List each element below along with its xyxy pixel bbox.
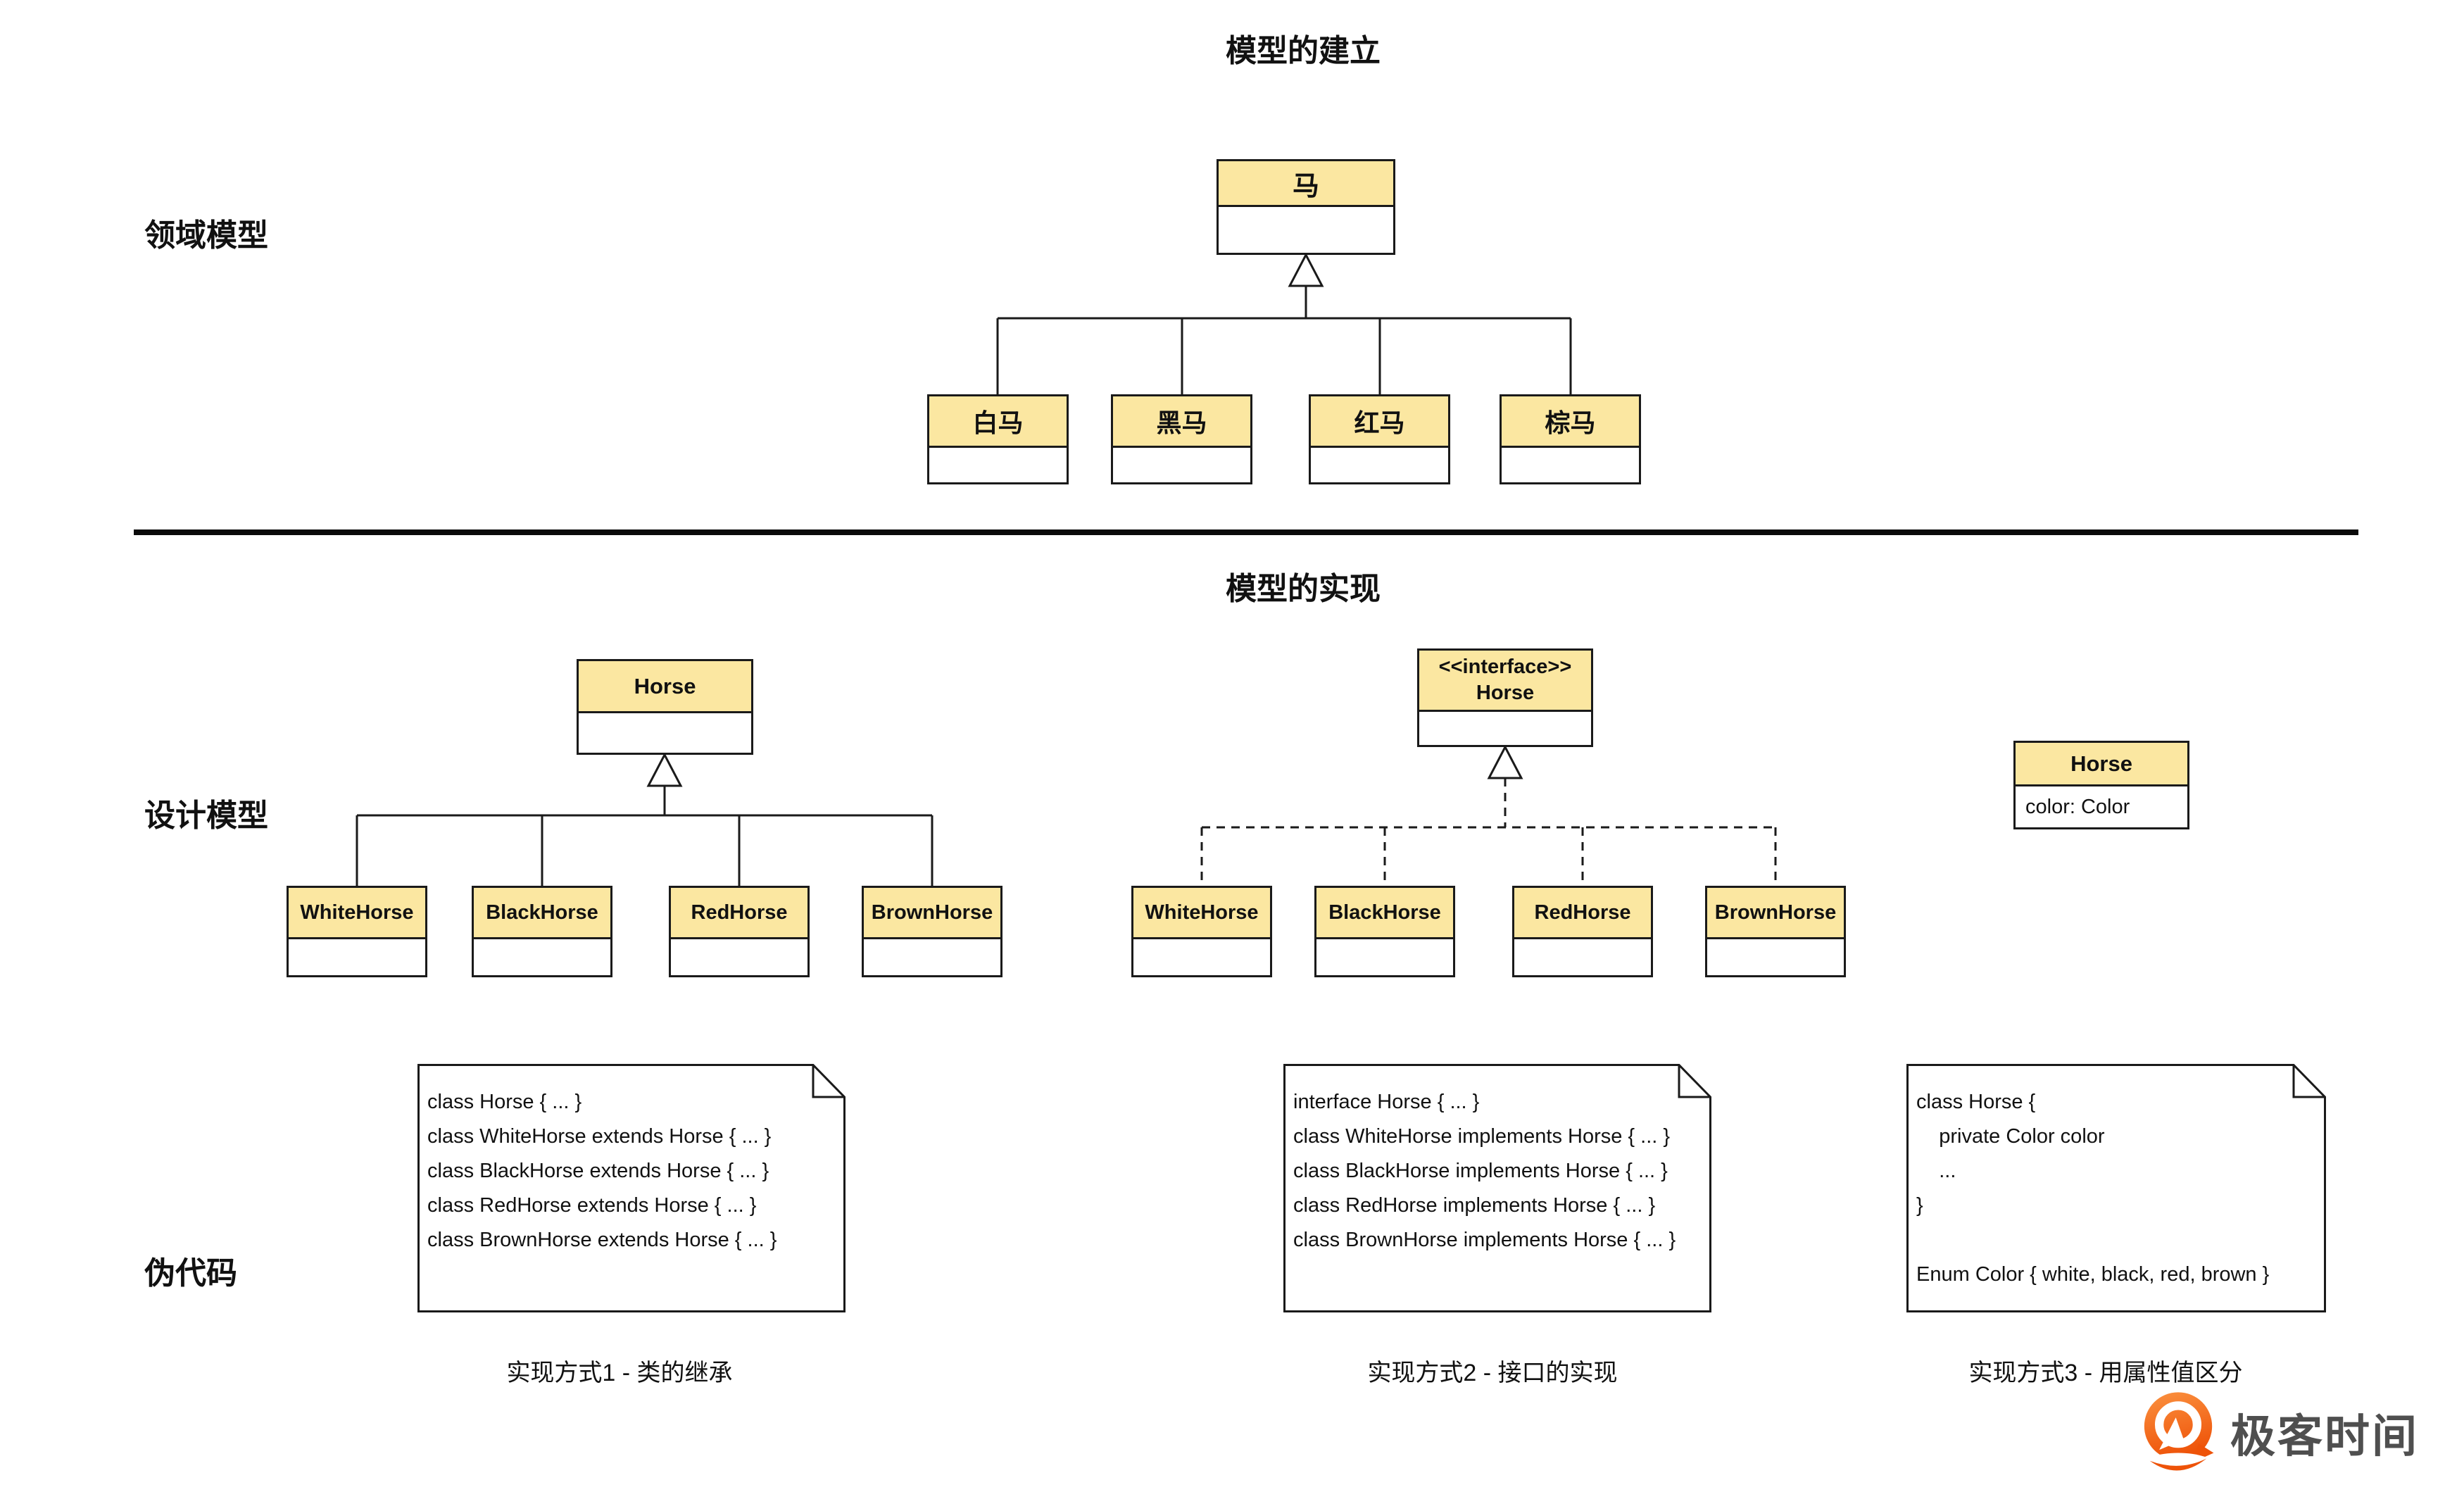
code-line: class Horse { ... } xyxy=(427,1091,582,1113)
class-name: 马 xyxy=(1219,161,1393,207)
class-name: RedHorse xyxy=(671,888,807,939)
interface-stereotype: <<interface>> xyxy=(1438,656,1572,678)
class-name: 白马 xyxy=(929,396,1067,448)
class-name: BrownHorse xyxy=(1707,888,1844,939)
class-body-empty xyxy=(1707,939,1844,975)
class-body-empty xyxy=(474,939,610,975)
code-line: class Horse { xyxy=(1916,1091,2036,1113)
class-name: 黑马 xyxy=(1113,396,1250,448)
class-box-brownhorse: BrownHorse xyxy=(862,886,1002,977)
class-box-redhorse-impl: RedHorse xyxy=(1512,886,1653,977)
code-line: class BlackHorse extends Horse { ... } xyxy=(427,1160,769,1182)
interface-box-horse: <<interface>> Horse xyxy=(1417,648,1593,747)
code-line: class BlackHorse implements Horse { ... … xyxy=(1293,1160,1668,1182)
class-name: Horse xyxy=(579,661,751,713)
class-box-redhorse: RedHorse xyxy=(669,886,810,977)
label-design-model: 设计模型 xyxy=(144,798,268,833)
class-box-blackhorse-impl: BlackHorse xyxy=(1314,886,1455,977)
code-line: class BrownHorse implements Horse { ... … xyxy=(1293,1229,1676,1251)
class-box-horse-attr: Horse color: Color xyxy=(2013,741,2189,829)
pseudocode-note-interface: interface Horse { ... } class WhiteHorse… xyxy=(1283,1064,1711,1312)
code-line: Enum Color { white, black, red, brown } xyxy=(1916,1263,2270,1286)
class-name: BlackHorse xyxy=(1316,888,1453,939)
section2-title: 模型的实现 xyxy=(1226,572,1381,606)
section1-title: 模型的建立 xyxy=(1226,34,1381,68)
note-fold-corner xyxy=(812,1065,845,1098)
code-line: class BrownHorse extends Horse { ... } xyxy=(427,1229,777,1251)
pseudocode-note-inheritance: class Horse { ... } class WhiteHorse ext… xyxy=(417,1064,846,1312)
class-name: 棕马 xyxy=(1502,396,1639,448)
class-name: WhiteHorse xyxy=(1133,888,1270,939)
generalization-arrow-domain xyxy=(1288,252,1324,287)
realization-tree-connectors xyxy=(1200,778,1777,886)
inheritance-tree-connectors xyxy=(356,786,934,886)
class-body-empty xyxy=(579,713,751,753)
class-body-empty xyxy=(1316,939,1453,975)
class-body-empty xyxy=(1133,939,1270,975)
code-line xyxy=(1916,1223,2284,1258)
class-box-baima: 白马 xyxy=(927,394,1069,484)
class-name: WhiteHorse xyxy=(289,888,425,939)
realization-arrow-interface xyxy=(1487,744,1523,779)
geektime-logo: 极客时间 xyxy=(2139,1391,2419,1475)
code-line: class WhiteHorse extends Horse { ... } xyxy=(427,1125,772,1148)
note-fold-corner xyxy=(2292,1065,2325,1098)
class-body-empty xyxy=(1502,448,1639,482)
note-shape xyxy=(1283,1064,1711,1312)
caption-impl2: 实现方式2 - 接口的实现 xyxy=(1367,1360,1618,1386)
class-name: BlackHorse xyxy=(474,888,610,939)
class-body-empty xyxy=(1311,448,1448,482)
class-body-empty xyxy=(1419,712,1591,745)
class-body-empty xyxy=(929,448,1067,482)
class-box-zongma: 棕马 xyxy=(1500,394,1641,484)
class-box-whitehorse-impl: WhiteHorse xyxy=(1131,886,1272,977)
code-line: class RedHorse extends Horse { ... } xyxy=(427,1194,757,1217)
caption-impl1: 实现方式1 - 类的继承 xyxy=(506,1360,733,1386)
class-box-whitehorse: WhiteHorse xyxy=(287,886,427,977)
code-line: ... xyxy=(1916,1160,1956,1182)
class-body-empty xyxy=(1113,448,1250,482)
class-body-empty xyxy=(864,939,1000,975)
class-body-empty xyxy=(1514,939,1651,975)
class-box-horse: Horse xyxy=(577,659,753,755)
class-body-empty xyxy=(671,939,807,975)
code-line: } xyxy=(1916,1194,1923,1217)
note-fold-corner xyxy=(1678,1065,1711,1098)
class-box-heima: 黑马 xyxy=(1111,394,1252,484)
class-name: RedHorse xyxy=(1514,888,1651,939)
code-line: interface Horse { ... } xyxy=(1293,1091,1480,1113)
label-domain-model: 领域模型 xyxy=(144,218,268,253)
class-body-empty xyxy=(1219,207,1393,253)
class-name: BrownHorse xyxy=(864,888,1000,939)
code-line: private Color color xyxy=(1916,1125,2105,1148)
interface-header: <<interface>> Horse xyxy=(1419,651,1591,712)
class-attribute: color: Color xyxy=(2016,786,2187,827)
class-box-brownhorse-impl: BrownHorse xyxy=(1705,886,1846,977)
class-name: 红马 xyxy=(1311,396,1448,448)
generalization-arrow-inheritance xyxy=(646,752,683,787)
pseudocode-note-attribute: class Horse { private Color color ... } … xyxy=(1906,1064,2326,1312)
domain-tree-connectors xyxy=(996,286,1572,394)
class-box-hongma: 红马 xyxy=(1309,394,1450,484)
label-pseudocode: 伪代码 xyxy=(144,1256,237,1291)
class-body-empty xyxy=(289,939,425,975)
note-shape xyxy=(417,1064,846,1312)
note-shape xyxy=(1906,1064,2326,1312)
geektime-logo-text: 极客时间 xyxy=(2230,1411,2419,1462)
geektime-logo-icon xyxy=(2141,1392,2215,1474)
caption-impl3: 实现方式3 - 用属性值区分 xyxy=(1968,1360,2243,1386)
interface-name: Horse xyxy=(1476,682,1535,704)
class-name: Horse xyxy=(2016,743,2187,786)
class-box-ma: 马 xyxy=(1217,159,1395,255)
code-line: class WhiteHorse implements Horse { ... … xyxy=(1293,1125,1671,1148)
code-line: class RedHorse implements Horse { ... } xyxy=(1293,1194,1656,1217)
class-box-blackhorse: BlackHorse xyxy=(472,886,612,977)
